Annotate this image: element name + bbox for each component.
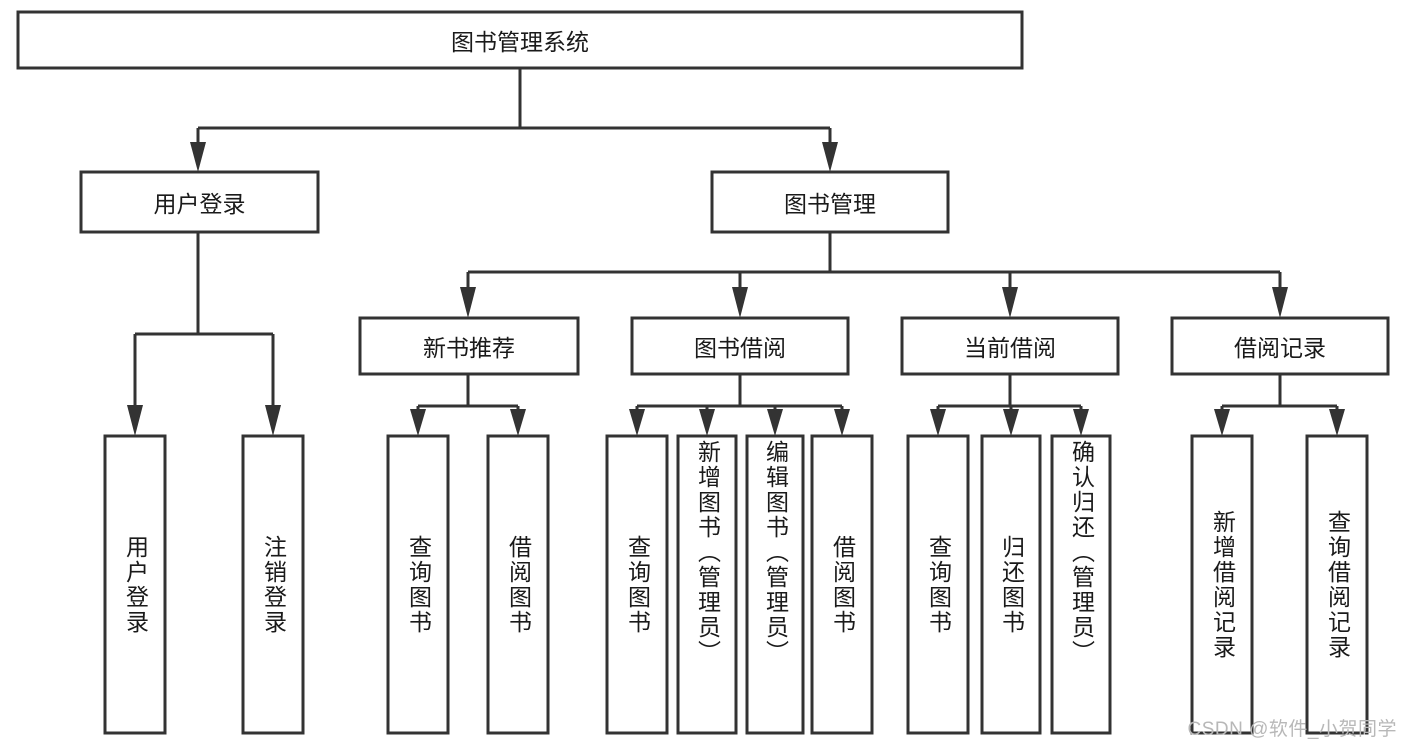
arrow-root-to-user-login (190, 142, 206, 172)
connector-group-root (190, 68, 838, 172)
node-box-root[interactable] (16, 10, 1024, 70)
arrow-ul-to-leaf1 (127, 405, 143, 436)
node-box-leaf-query-record[interactable] (1305, 434, 1369, 735)
arrow-bb-to-leaf1 (629, 409, 645, 436)
arrow-cb-to-leaf1 (930, 409, 946, 436)
node-box-leaf-user-login[interactable] (103, 434, 167, 735)
arrow-bm-to-new-book (460, 287, 476, 318)
connector-group-book-manage (460, 232, 1288, 318)
arrow-nbr-to-leaf1 (410, 409, 426, 436)
arrow-cb-to-leaf2 (1003, 409, 1019, 436)
arrow-br-to-leaf1 (1214, 409, 1230, 436)
arrow-bb-to-leaf4 (834, 409, 850, 436)
node-box-new-book-recommend[interactable] (358, 316, 580, 376)
node-box-book-borrow[interactable] (630, 316, 850, 376)
arrow-nbr-to-leaf2 (510, 409, 526, 436)
connector-group-current-borrow (930, 374, 1089, 436)
connector-group-borrow-record (1214, 374, 1345, 436)
node-box-user-login[interactable] (79, 170, 320, 234)
node-box-leaf-edit-book[interactable] (745, 434, 805, 735)
csdn-watermark: CSDN @软件_小贺同学 (1187, 719, 1397, 740)
node-box-leaf-query-book-1[interactable] (386, 434, 450, 735)
arrow-bb-to-leaf3 (767, 409, 783, 436)
node-box-leaf-user-logout[interactable] (241, 434, 305, 735)
node-box-book-manage[interactable] (710, 170, 950, 234)
node-box-leaf-query-book-3[interactable] (906, 434, 970, 735)
connector-group-book-borrow (629, 374, 850, 436)
arrow-bm-to-current-borrow (1002, 287, 1018, 318)
arrow-bm-to-borrow-record (1272, 287, 1288, 318)
node-box-leaf-borrow-book-1[interactable] (486, 434, 550, 735)
node-box-leaf-add-record[interactable] (1190, 434, 1254, 735)
node-box-leaf-return-book[interactable] (980, 434, 1042, 735)
node-box-current-borrow[interactable] (900, 316, 1120, 376)
connector-group-user-login (127, 232, 281, 436)
arrow-cb-to-leaf3 (1073, 409, 1089, 436)
node-box-leaf-borrow-book-2[interactable] (810, 434, 874, 735)
arrow-bb-to-leaf2 (699, 409, 715, 436)
arrow-bm-to-book-borrow (732, 287, 748, 318)
arrow-ul-to-leaf2 (265, 405, 281, 436)
arrow-br-to-leaf2 (1329, 409, 1345, 436)
node-box-leaf-add-book[interactable] (676, 434, 738, 735)
connector-group-new-book-recommend (410, 374, 526, 436)
arrow-root-to-book-manage (822, 142, 838, 172)
node-box-leaf-confirm-return[interactable] (1050, 434, 1112, 735)
node-box-borrow-record[interactable] (1170, 316, 1390, 376)
node-box-leaf-query-book-2[interactable] (605, 434, 669, 735)
